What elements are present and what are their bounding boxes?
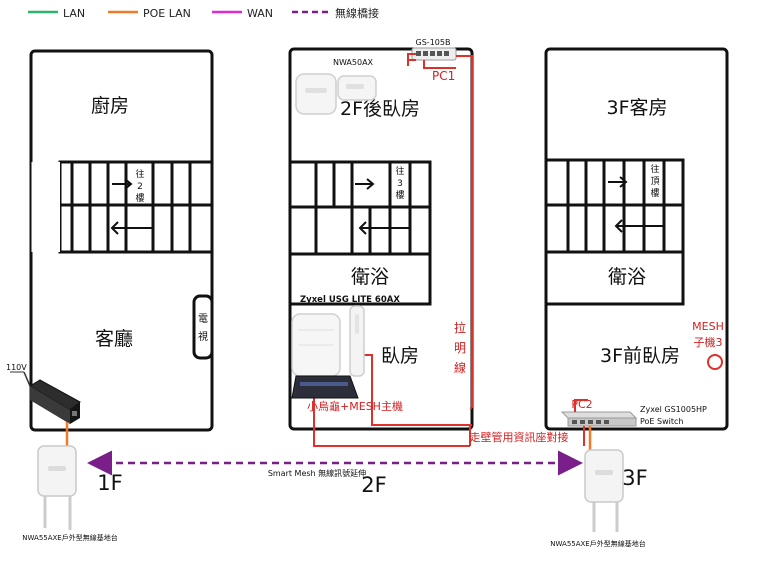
nwa50ax-icon	[295, 73, 377, 115]
stair-note-1f-3: 樓	[135, 192, 144, 204]
tv-label-2: 視	[198, 330, 208, 343]
stair-note-2f-1: 往	[395, 165, 404, 177]
pull-wire-2: 明	[454, 341, 466, 355]
stair-note-3f-2: 頂	[650, 176, 659, 187]
gs105b-switch-icon	[411, 47, 457, 61]
bath-2f-label: 衛浴	[351, 266, 389, 288]
tv-box	[192, 294, 214, 360]
staircase-3f	[544, 158, 685, 254]
router-model-label: Zyxel USG LITE 60AX	[300, 295, 400, 305]
stair-note-2f-3: 樓	[395, 189, 404, 201]
bath-2f	[288, 252, 432, 306]
legend-wireless-label: 無線橋接	[335, 6, 379, 20]
bath-3f	[544, 250, 685, 306]
legend-poe-label: POE LAN	[143, 7, 191, 20]
power-label: 110V	[6, 363, 27, 372]
poe-injector-icon: 110V	[6, 363, 81, 424]
staircase-2f	[288, 160, 432, 256]
staircase-1f	[58, 160, 214, 254]
room-front-bedroom: 3F前臥房	[600, 345, 680, 367]
legend-wan-label: WAN	[247, 7, 273, 20]
gs1005hp-switch-icon	[560, 411, 638, 427]
outdoor-ap-3f-icon	[584, 449, 624, 532]
pull-wire-3: 線	[454, 360, 466, 375]
mesh-child-marker	[707, 354, 723, 370]
room-living: 客廳	[95, 328, 133, 350]
building-1f: 廚房 往 2 樓 客廳 電 視	[29, 49, 214, 432]
building-3f: 3F客房 往 頂 樓 衛浴 3F前臥房	[544, 47, 729, 431]
usg-lite-router-icon	[291, 305, 365, 399]
ap-label-3f: NWA55AXE戶外型無線基地台	[550, 539, 645, 548]
tv-label-1: 電	[198, 313, 208, 325]
mesh-child-label-2: 子機3	[694, 335, 723, 349]
pull-wire-1: 拉	[454, 320, 466, 335]
stair-opening-1f	[31, 162, 60, 252]
smart-mesh-label: Smart Mesh 無線訊號延伸	[268, 468, 366, 478]
room-kitchen: 廚房	[91, 94, 129, 117]
stair-note-1f-2: 2	[137, 182, 143, 192]
gs1005hp-label-1: Zyxel GS1005HP	[640, 405, 707, 414]
outdoor-ap-1f-icon	[37, 445, 77, 530]
floor-label-2f: 2F	[361, 473, 386, 497]
stair-note-1f-1: 往	[135, 168, 144, 180]
legend: LAN POE LAN WAN 無線橋接	[28, 6, 379, 20]
room-rear-bedroom: 2F後臥房	[340, 98, 420, 120]
gs1005hp-label-2: PoE Switch	[640, 417, 683, 426]
legend-lan-label: LAN	[63, 7, 85, 20]
stair-note-2f-2: 3	[397, 179, 403, 189]
cables-2f	[313, 53, 473, 447]
room-guest: 3F客房	[606, 97, 667, 119]
wall-conduit-label: 走壁管用資訊座對接	[470, 430, 569, 444]
pc2-cable	[574, 399, 588, 412]
floor-label-3f: 3F	[622, 466, 647, 490]
pc1-label: PC1	[432, 69, 455, 83]
floor-label-1f: 1F	[97, 471, 122, 495]
gs105b-label: GS-105B	[416, 38, 451, 47]
mesh-child-label-1: MESH	[692, 320, 724, 333]
nwa50ax-label: NWA50AX	[333, 58, 374, 67]
pc2-label: PC2	[571, 398, 592, 411]
router-caption: 小烏龜+MESH主機	[307, 399, 403, 413]
stair-note-3f-3: 樓	[650, 187, 659, 199]
stair-note-3f-1: 往	[650, 163, 659, 175]
room-bedroom-2f: 臥房	[381, 345, 419, 367]
bath-3f-label: 衛浴	[608, 266, 646, 288]
ap-label-1f: NWA55AXE戶外型無線基地台	[22, 533, 117, 542]
